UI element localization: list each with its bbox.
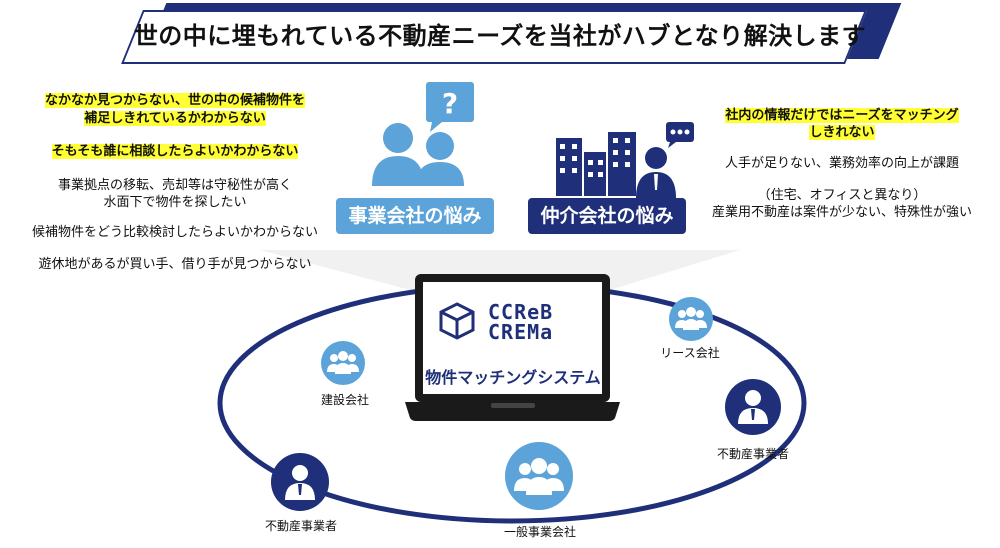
left-issue-4: 事業拠点の移転、売却等は守秘性が高く	[57, 178, 292, 193]
left-issue-6: 候補物件をどう比較検討したらよいかわからない	[31, 225, 318, 240]
realestate-left-icon	[271, 453, 329, 511]
logo-line-1: CCReB	[488, 300, 554, 324]
right-issue-4: （住宅、オフィスと異なり）	[757, 188, 927, 203]
general-company-icon	[505, 442, 573, 510]
logo-line-2: CREMa	[488, 320, 554, 344]
realestate-right-icon	[725, 379, 781, 435]
construction-company-icon	[321, 341, 365, 385]
general-company-label: 一般事業会社	[503, 525, 576, 539]
laptop-icon	[405, 274, 620, 421]
right-issue-2: しきれない	[809, 125, 875, 140]
lease-company-icon	[669, 297, 713, 341]
left-issue-3: そもそも誰に相談したらよいかわからない	[51, 144, 299, 159]
consulting-people-icon: ?	[372, 82, 474, 186]
business-company-concerns-box: 事業会社の悩み	[336, 198, 494, 234]
right-issue-5: 産業用不動産は案件が少ない、特殊性が強い	[711, 205, 972, 220]
realestate-right-label: 不動産事業者	[716, 447, 789, 461]
brokerage-buildings-icon	[556, 122, 694, 198]
matching-system-name: 物件マッチングシステム	[425, 368, 601, 387]
lease-company-label: リース会社	[660, 346, 720, 360]
page-title: 世の中に埋もれている不動産ニーズを当社がハブとなり解決します	[133, 22, 867, 50]
right-issue-3: 人手が足りない、業務効率の向上が課題	[724, 156, 959, 171]
left-issue-1: なかなか見つからない、世の中の候補物件を	[44, 93, 305, 108]
left-issue-2: 補足しきれているかわからない	[84, 111, 266, 126]
construction-company-label: 建設会社	[320, 393, 369, 407]
right-issue-1: 社内の情報だけではニーズをマッチング	[725, 108, 959, 123]
left-issue-7: 遊休地があるが買い手、借り手が見つからない	[38, 257, 312, 272]
svg-text:?: ?	[442, 87, 458, 120]
brokerage-concerns-box: 仲介会社の悩み	[528, 198, 686, 234]
funnel-shape	[260, 250, 740, 290]
realestate-left-label: 不動産事業者	[264, 519, 337, 533]
left-issue-5: 水面下で物件を探したい	[103, 195, 247, 210]
